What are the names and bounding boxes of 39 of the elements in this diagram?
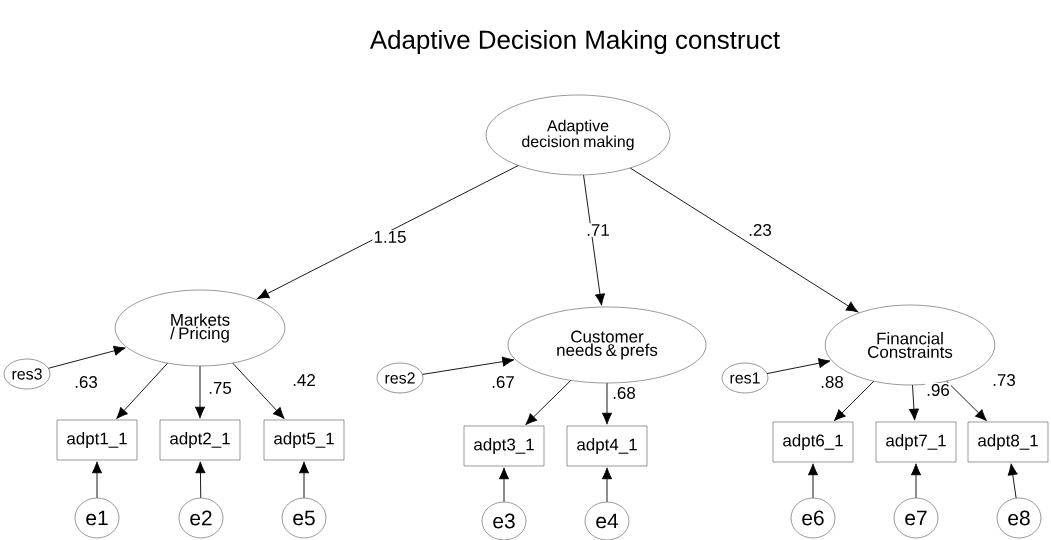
path-arrow — [48, 345, 126, 369]
path-arrow — [298, 461, 310, 499]
path-arrow — [91, 461, 103, 499]
edge-label: .75 — [207, 381, 233, 395]
path-arrow — [583, 174, 606, 306]
path-arrow — [807, 463, 819, 499]
edge-label: .23 — [747, 223, 773, 237]
observed-variable-box: adpt4_1 — [566, 425, 648, 467]
path-arrow — [601, 467, 613, 503]
path-arrow — [766, 358, 831, 374]
observed-variable-box: adpt5_1 — [263, 419, 345, 461]
title: Adaptive Decision Making construct — [369, 29, 780, 55]
path-arrow — [422, 356, 515, 375]
observed-variable-box: adpt8_1 — [967, 421, 1049, 463]
observed-variable-box: adpt3_1 — [463, 425, 545, 467]
path-arrow — [232, 362, 285, 420]
edge-label: .96 — [925, 383, 951, 397]
path-arrow — [498, 467, 510, 503]
observed-variable-box: adpt7_1 — [875, 421, 957, 463]
path-arrow — [194, 365, 206, 419]
edge-label: .68 — [611, 386, 637, 400]
path-arrow — [601, 382, 613, 425]
path-arrow — [116, 362, 168, 419]
path-arrow — [833, 380, 875, 422]
edge-label: .42 — [291, 373, 317, 387]
edge-label: 1.15 — [372, 230, 408, 244]
path-arrow — [910, 463, 922, 499]
path-arrow — [195, 461, 206, 499]
path-arrow — [908, 384, 920, 421]
path-arrow — [525, 380, 572, 426]
edge-label: .71 — [585, 223, 611, 237]
path-arrow — [1007, 463, 1018, 499]
observed-variable-box: adpt2_1 — [159, 419, 241, 461]
edge-label: .63 — [73, 375, 99, 389]
path-arrow — [946, 380, 987, 422]
path-arrow — [257, 165, 519, 299]
path-arrow — [629, 167, 859, 313]
observed-variable-box: adpt6_1 — [772, 421, 854, 463]
observed-variable-box: adpt1_1 — [56, 419, 138, 461]
